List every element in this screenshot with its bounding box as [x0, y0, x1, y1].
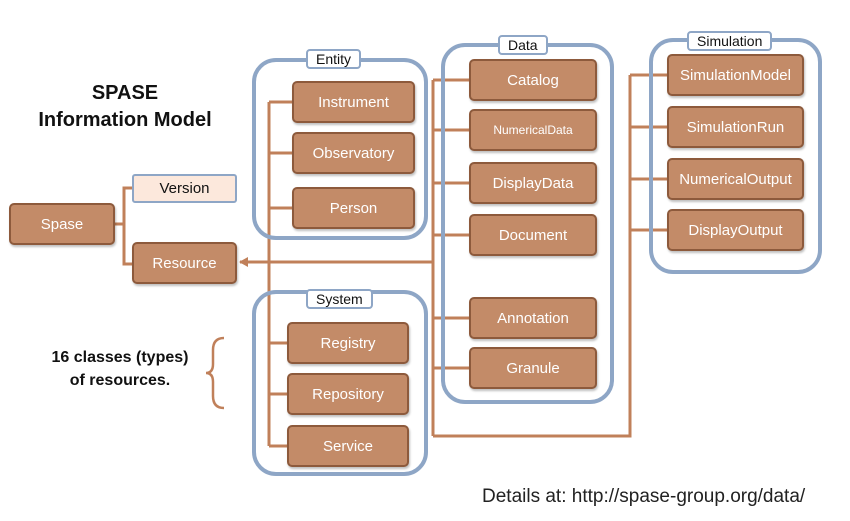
details-link-text: Details at: http://spase-group.org/data/ — [482, 486, 806, 507]
entity-instrument-node[interactable]: Instrument — [292, 81, 415, 123]
connector-data-bus — [431, 78, 469, 436]
note-line-2: of resources. — [69, 372, 171, 389]
diagram-title: SPASE Information Model — [20, 80, 230, 134]
simulation-numericaloutput-node[interactable]: NumericalOutput — [667, 158, 804, 200]
simulation-group-label: Simulation — [687, 31, 773, 51]
version-node[interactable]: Version — [132, 174, 237, 203]
simulation-displayoutput-node[interactable]: DisplayOutput — [667, 209, 804, 251]
entity-observatory-node[interactable]: Observatory — [292, 132, 415, 174]
data-displaydata-node[interactable]: DisplayData — [469, 162, 597, 204]
system-service-node[interactable]: Service — [287, 425, 409, 467]
classes-note: 16 classes (types) of resources. — [30, 346, 210, 392]
connector-simulation-bus — [433, 73, 667, 438]
simulation-simulationmodel-node[interactable]: SimulationModel — [667, 54, 804, 96]
data-numericaldata-node[interactable]: NumericalData — [469, 109, 597, 151]
system-registry-node[interactable]: Registry — [287, 322, 409, 364]
connector-entity-bus — [267, 100, 292, 262]
title-line-1: SPASE — [91, 82, 159, 104]
system-group-label: System — [306, 289, 373, 309]
connector-system-bus — [267, 262, 287, 448]
entity-group-label: Entity — [306, 49, 362, 69]
note-line-1: 16 classes (types) — [51, 349, 189, 366]
system-repository-node[interactable]: Repository — [287, 373, 409, 415]
connector-spase-tree — [115, 186, 132, 266]
simulation-simulationrun-node[interactable]: SimulationRun — [667, 106, 804, 148]
resource-node[interactable]: Resource — [132, 242, 237, 284]
data-document-node[interactable]: Document — [469, 214, 597, 256]
title-line-2: Information Model — [38, 109, 212, 131]
data-annotation-node[interactable]: Annotation — [469, 297, 597, 339]
entity-person-node[interactable]: Person — [292, 187, 415, 229]
data-group-label: Data — [498, 35, 548, 55]
data-catalog-node[interactable]: Catalog — [469, 59, 597, 101]
data-granule-node[interactable]: Granule — [469, 347, 597, 389]
spase-node[interactable]: Spase — [9, 203, 115, 245]
